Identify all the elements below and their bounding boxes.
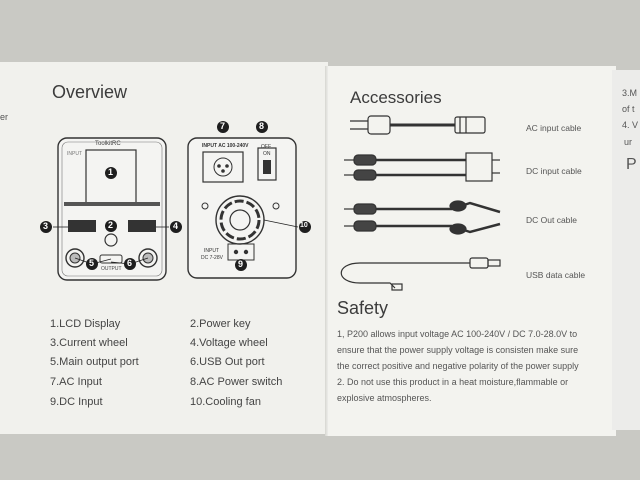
rear-off-label: OFF bbox=[261, 144, 271, 150]
accessory-usb-data-cable: USB data cable bbox=[526, 270, 586, 280]
legend-item-current-wheel: 3.Current wheel bbox=[50, 337, 128, 349]
callout-2 bbox=[105, 220, 117, 232]
callout-7-num: 7 bbox=[220, 121, 226, 131]
accessory-dc-input-cable: DC input cable bbox=[526, 166, 582, 176]
legend-item-ac-power-switch: 8.AC Power switch bbox=[190, 376, 283, 388]
accessories-heading: Accessories bbox=[350, 88, 442, 107]
safety-line-4: 2. Do not use this product in a heat moi… bbox=[337, 377, 569, 387]
front-input-label: INPUT bbox=[67, 151, 82, 157]
legend-item-cooling-fan: 10.Cooling fan bbox=[190, 396, 261, 408]
callout-3-num: 3 bbox=[43, 221, 49, 231]
legend-item-usb-out: 6.USB Out port bbox=[190, 356, 265, 368]
legend-item-ac-input: 7.AC Input bbox=[50, 376, 102, 388]
legend-item-power-key: 2.Power key bbox=[190, 318, 251, 330]
left-edge-fragment: er bbox=[0, 112, 9, 122]
callout-5 bbox=[86, 258, 98, 270]
callout-9-num: 9 bbox=[238, 259, 244, 269]
accessory-ac-input-cable: AC input cable bbox=[526, 123, 582, 133]
legend-item-voltage-wheel: 4.Voltage wheel bbox=[190, 337, 268, 349]
safety-line-1: 1, P200 allows input voltage AC 100-240V… bbox=[337, 329, 578, 339]
callout-10 bbox=[299, 221, 311, 233]
callout-8 bbox=[256, 121, 268, 133]
accessory-dc-out-cable: DC Out cable bbox=[526, 215, 578, 225]
overview-heading: Overview bbox=[52, 82, 128, 102]
usb-data-cable-drawing bbox=[340, 257, 501, 291]
legend-item-dc-input: 9.DC Input bbox=[50, 396, 103, 408]
front-output-label: OUTPUT bbox=[101, 266, 122, 272]
ac-input-socket bbox=[202, 151, 244, 183]
right-edge-fragment-3: 4. V bbox=[622, 120, 639, 130]
rear-dc-range-label: DC 7-28V bbox=[201, 255, 223, 261]
right-edge-fragment-4: ur bbox=[624, 137, 633, 147]
legend-item-main-output: 5.Main output port bbox=[50, 356, 139, 368]
right-edge-fragment-5: P bbox=[626, 156, 637, 173]
ac-input-cable-drawing bbox=[350, 115, 486, 135]
right-edge-fragment-2: of t bbox=[622, 104, 635, 114]
safety-heading: Safety bbox=[337, 298, 389, 318]
safety-line-5: explosive atmospheres. bbox=[337, 393, 432, 403]
callout-8-num: 8 bbox=[259, 121, 265, 131]
callout-9 bbox=[235, 259, 247, 271]
callout-7 bbox=[217, 121, 229, 133]
legend-item-lcd-display: 1.LCD Display bbox=[50, 318, 121, 330]
dc-input-cable-drawing bbox=[344, 152, 500, 182]
callout-4 bbox=[170, 221, 182, 233]
ac-power-switch bbox=[257, 147, 277, 181]
safety-line-3: the correct positive and negative polari… bbox=[337, 361, 579, 371]
callout-1 bbox=[105, 167, 117, 179]
callout-6-num: 6 bbox=[127, 258, 133, 268]
safety-text: 1, P200 allows input voltage AC 100-240V… bbox=[337, 326, 617, 406]
rear-ac-input-label: INPUT AC 100-240V bbox=[202, 143, 249, 149]
callout-3 bbox=[40, 221, 52, 233]
rear-dc-input-label: INPUT bbox=[204, 248, 219, 254]
callout-10-num: 10 bbox=[300, 222, 308, 229]
callout-6 bbox=[124, 258, 136, 270]
right-edge-fragment-1: 3.M bbox=[622, 88, 638, 98]
safety-line-2: ensure that the power supply voltage is … bbox=[337, 345, 579, 355]
manual-page-right bbox=[326, 66, 616, 436]
dc-out-cable-drawing bbox=[344, 200, 501, 235]
rear-on-label: ON bbox=[263, 151, 271, 157]
callout-2-num: 2 bbox=[108, 220, 114, 230]
callout-5-num: 5 bbox=[89, 258, 95, 268]
callout-4-num: 4 bbox=[173, 221, 179, 231]
device-brand-label: ToolkitRC bbox=[95, 141, 121, 147]
callout-1-num: 1 bbox=[108, 167, 114, 177]
manual-page-far-right bbox=[612, 70, 640, 430]
page-fold bbox=[325, 66, 328, 436]
